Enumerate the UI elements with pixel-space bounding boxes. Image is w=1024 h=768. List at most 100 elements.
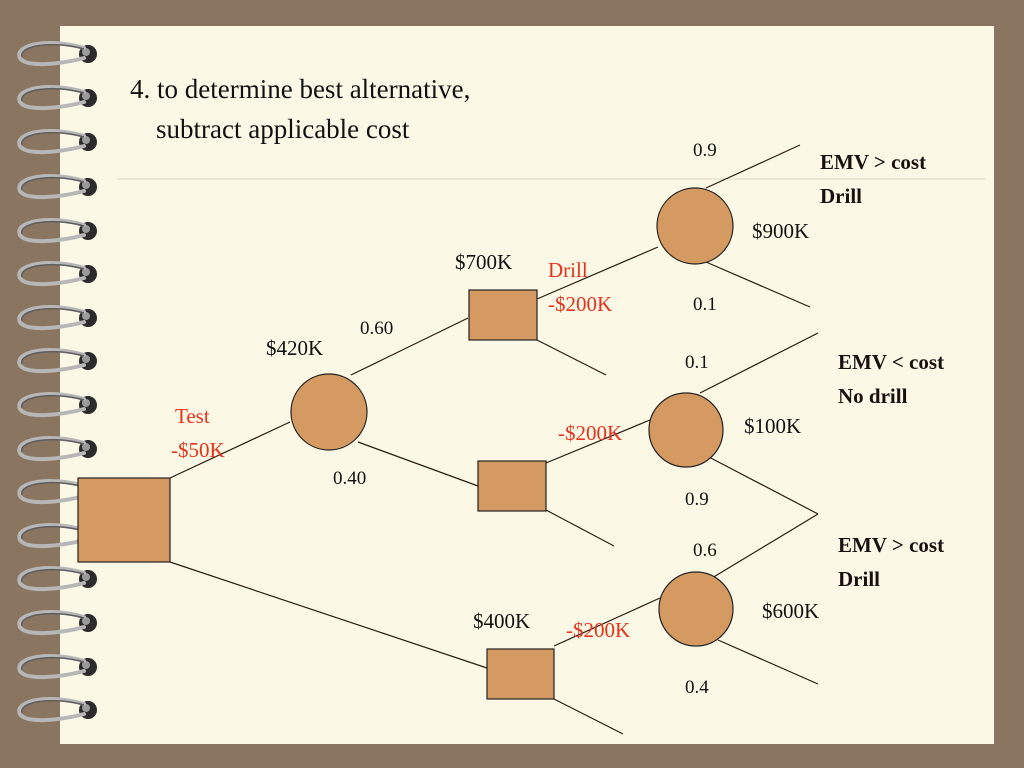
spiral-ring bbox=[17, 654, 97, 680]
spiral-ring bbox=[17, 348, 97, 374]
branch-01-mid bbox=[699, 332, 819, 394]
binding-wire bbox=[17, 261, 86, 287]
binding-wire-shadow bbox=[21, 87, 85, 102]
branch-01-top bbox=[705, 261, 811, 308]
branch-09-mid bbox=[706, 455, 819, 515]
binding-wire bbox=[17, 697, 86, 723]
decision-rule-3: EMV > cost bbox=[838, 533, 945, 557]
binding-wire-shadow bbox=[21, 43, 85, 58]
decision-rule-1: EMV > cost bbox=[820, 150, 927, 174]
decision-action-1: Drill bbox=[820, 184, 862, 208]
binding-wire bbox=[17, 305, 86, 331]
node-value-700: $700K bbox=[455, 250, 513, 274]
spiral-binding bbox=[17, 41, 97, 723]
binding-wire-shadow bbox=[21, 438, 85, 453]
prob-09-top: 0.9 bbox=[693, 140, 717, 161]
branch-09-top bbox=[705, 144, 801, 189]
binding-wire-shadow bbox=[21, 656, 85, 671]
decision-node-mid bbox=[477, 460, 547, 512]
binding-wire bbox=[17, 85, 86, 111]
prob-06: 0.6 bbox=[693, 540, 717, 561]
branch-nodrill-top bbox=[536, 339, 607, 376]
binding-wire-shadow bbox=[21, 176, 85, 191]
binding-hole-highlight bbox=[82, 399, 90, 407]
binding-wire-shadow bbox=[21, 394, 85, 409]
binding-wire bbox=[17, 218, 86, 244]
prob-040: 0.40 bbox=[333, 468, 367, 489]
spiral-ring bbox=[17, 261, 97, 287]
binding-wire-shadow bbox=[21, 131, 85, 146]
prob-01-top: 0.1 bbox=[693, 294, 717, 315]
binding-wire-shadow bbox=[21, 612, 85, 627]
binding-wire bbox=[17, 392, 86, 418]
prob-09-mid: 0.9 bbox=[685, 489, 709, 510]
binding-hole-highlight bbox=[82, 704, 90, 712]
chance-node-900 bbox=[656, 187, 734, 265]
spiral-ring bbox=[17, 392, 97, 418]
binding-wire-shadow bbox=[21, 307, 85, 322]
decision-action-3: Drill bbox=[838, 567, 880, 591]
binding-hole-highlight bbox=[82, 443, 90, 451]
binding-wire-shadow bbox=[21, 525, 85, 540]
prob-04: 0.4 bbox=[685, 677, 709, 698]
branch-no-test bbox=[169, 561, 488, 669]
drill-label: Drill bbox=[548, 258, 588, 282]
node-value-400: $400K bbox=[473, 609, 531, 633]
spiral-ring bbox=[17, 218, 97, 244]
binding-wire bbox=[17, 523, 86, 549]
branch-drill-mid bbox=[545, 419, 651, 464]
binding-wire-shadow bbox=[21, 699, 85, 714]
branch-06 bbox=[711, 513, 819, 579]
drill-cost-bottom: -$200K bbox=[566, 618, 631, 642]
branch-test bbox=[169, 421, 291, 479]
slide-title-line-1: 4. to determine best alternative, bbox=[130, 74, 471, 104]
decision-rule-2: EMV < cost bbox=[838, 350, 945, 374]
binding-wire bbox=[17, 41, 86, 67]
test-cost-label: -$50K bbox=[171, 438, 225, 462]
binding-wire bbox=[17, 129, 86, 155]
spiral-ring bbox=[17, 697, 97, 723]
prob-01-mid: 0.1 bbox=[685, 352, 709, 373]
drill-cost-top: -$200K bbox=[548, 292, 613, 316]
slide-title-line-2: subtract applicable cost bbox=[156, 114, 410, 144]
chance-node-100 bbox=[648, 392, 724, 468]
binding-wire bbox=[17, 436, 86, 462]
binding-hole-highlight bbox=[82, 136, 90, 144]
spiral-ring bbox=[17, 85, 97, 111]
decision-node-400 bbox=[486, 648, 555, 700]
spiral-ring bbox=[17, 436, 97, 462]
paper-background bbox=[60, 26, 994, 744]
binding-wire-shadow bbox=[21, 263, 85, 278]
node-value-100: $100K bbox=[744, 414, 802, 438]
spiral-ring bbox=[17, 566, 97, 592]
prob-060: 0.60 bbox=[360, 318, 394, 339]
binding-wire bbox=[17, 610, 86, 636]
decision-node-test bbox=[77, 477, 171, 563]
binding-hole-highlight bbox=[82, 355, 90, 363]
spiral-ring bbox=[17, 610, 97, 636]
drill-cost-mid: -$200K bbox=[558, 421, 623, 445]
binding-wire-shadow bbox=[21, 220, 85, 235]
branch-040 bbox=[357, 441, 479, 487]
chance-node-420 bbox=[290, 373, 368, 451]
binding-wire bbox=[17, 654, 86, 680]
node-value-900: $900K bbox=[752, 219, 810, 243]
test-label: Test bbox=[175, 404, 210, 428]
branch-nodrill-mid bbox=[545, 509, 615, 547]
binding-wire-shadow bbox=[21, 350, 85, 365]
branch-nodrill-bottom bbox=[553, 698, 624, 735]
binding-wire bbox=[17, 348, 86, 374]
binding-hole-highlight bbox=[82, 181, 90, 189]
binding-wire bbox=[17, 174, 86, 200]
branch-drill-bottom bbox=[553, 597, 661, 647]
binding-hole-highlight bbox=[82, 617, 90, 625]
binding-wire-shadow bbox=[21, 481, 85, 496]
spiral-ring bbox=[17, 305, 97, 331]
node-value-420: $420K bbox=[266, 336, 324, 360]
binding-wire-shadow bbox=[21, 568, 85, 583]
binding-hole-highlight bbox=[82, 312, 90, 320]
decision-action-2: No drill bbox=[838, 384, 908, 408]
branch-drill-top bbox=[536, 246, 659, 300]
